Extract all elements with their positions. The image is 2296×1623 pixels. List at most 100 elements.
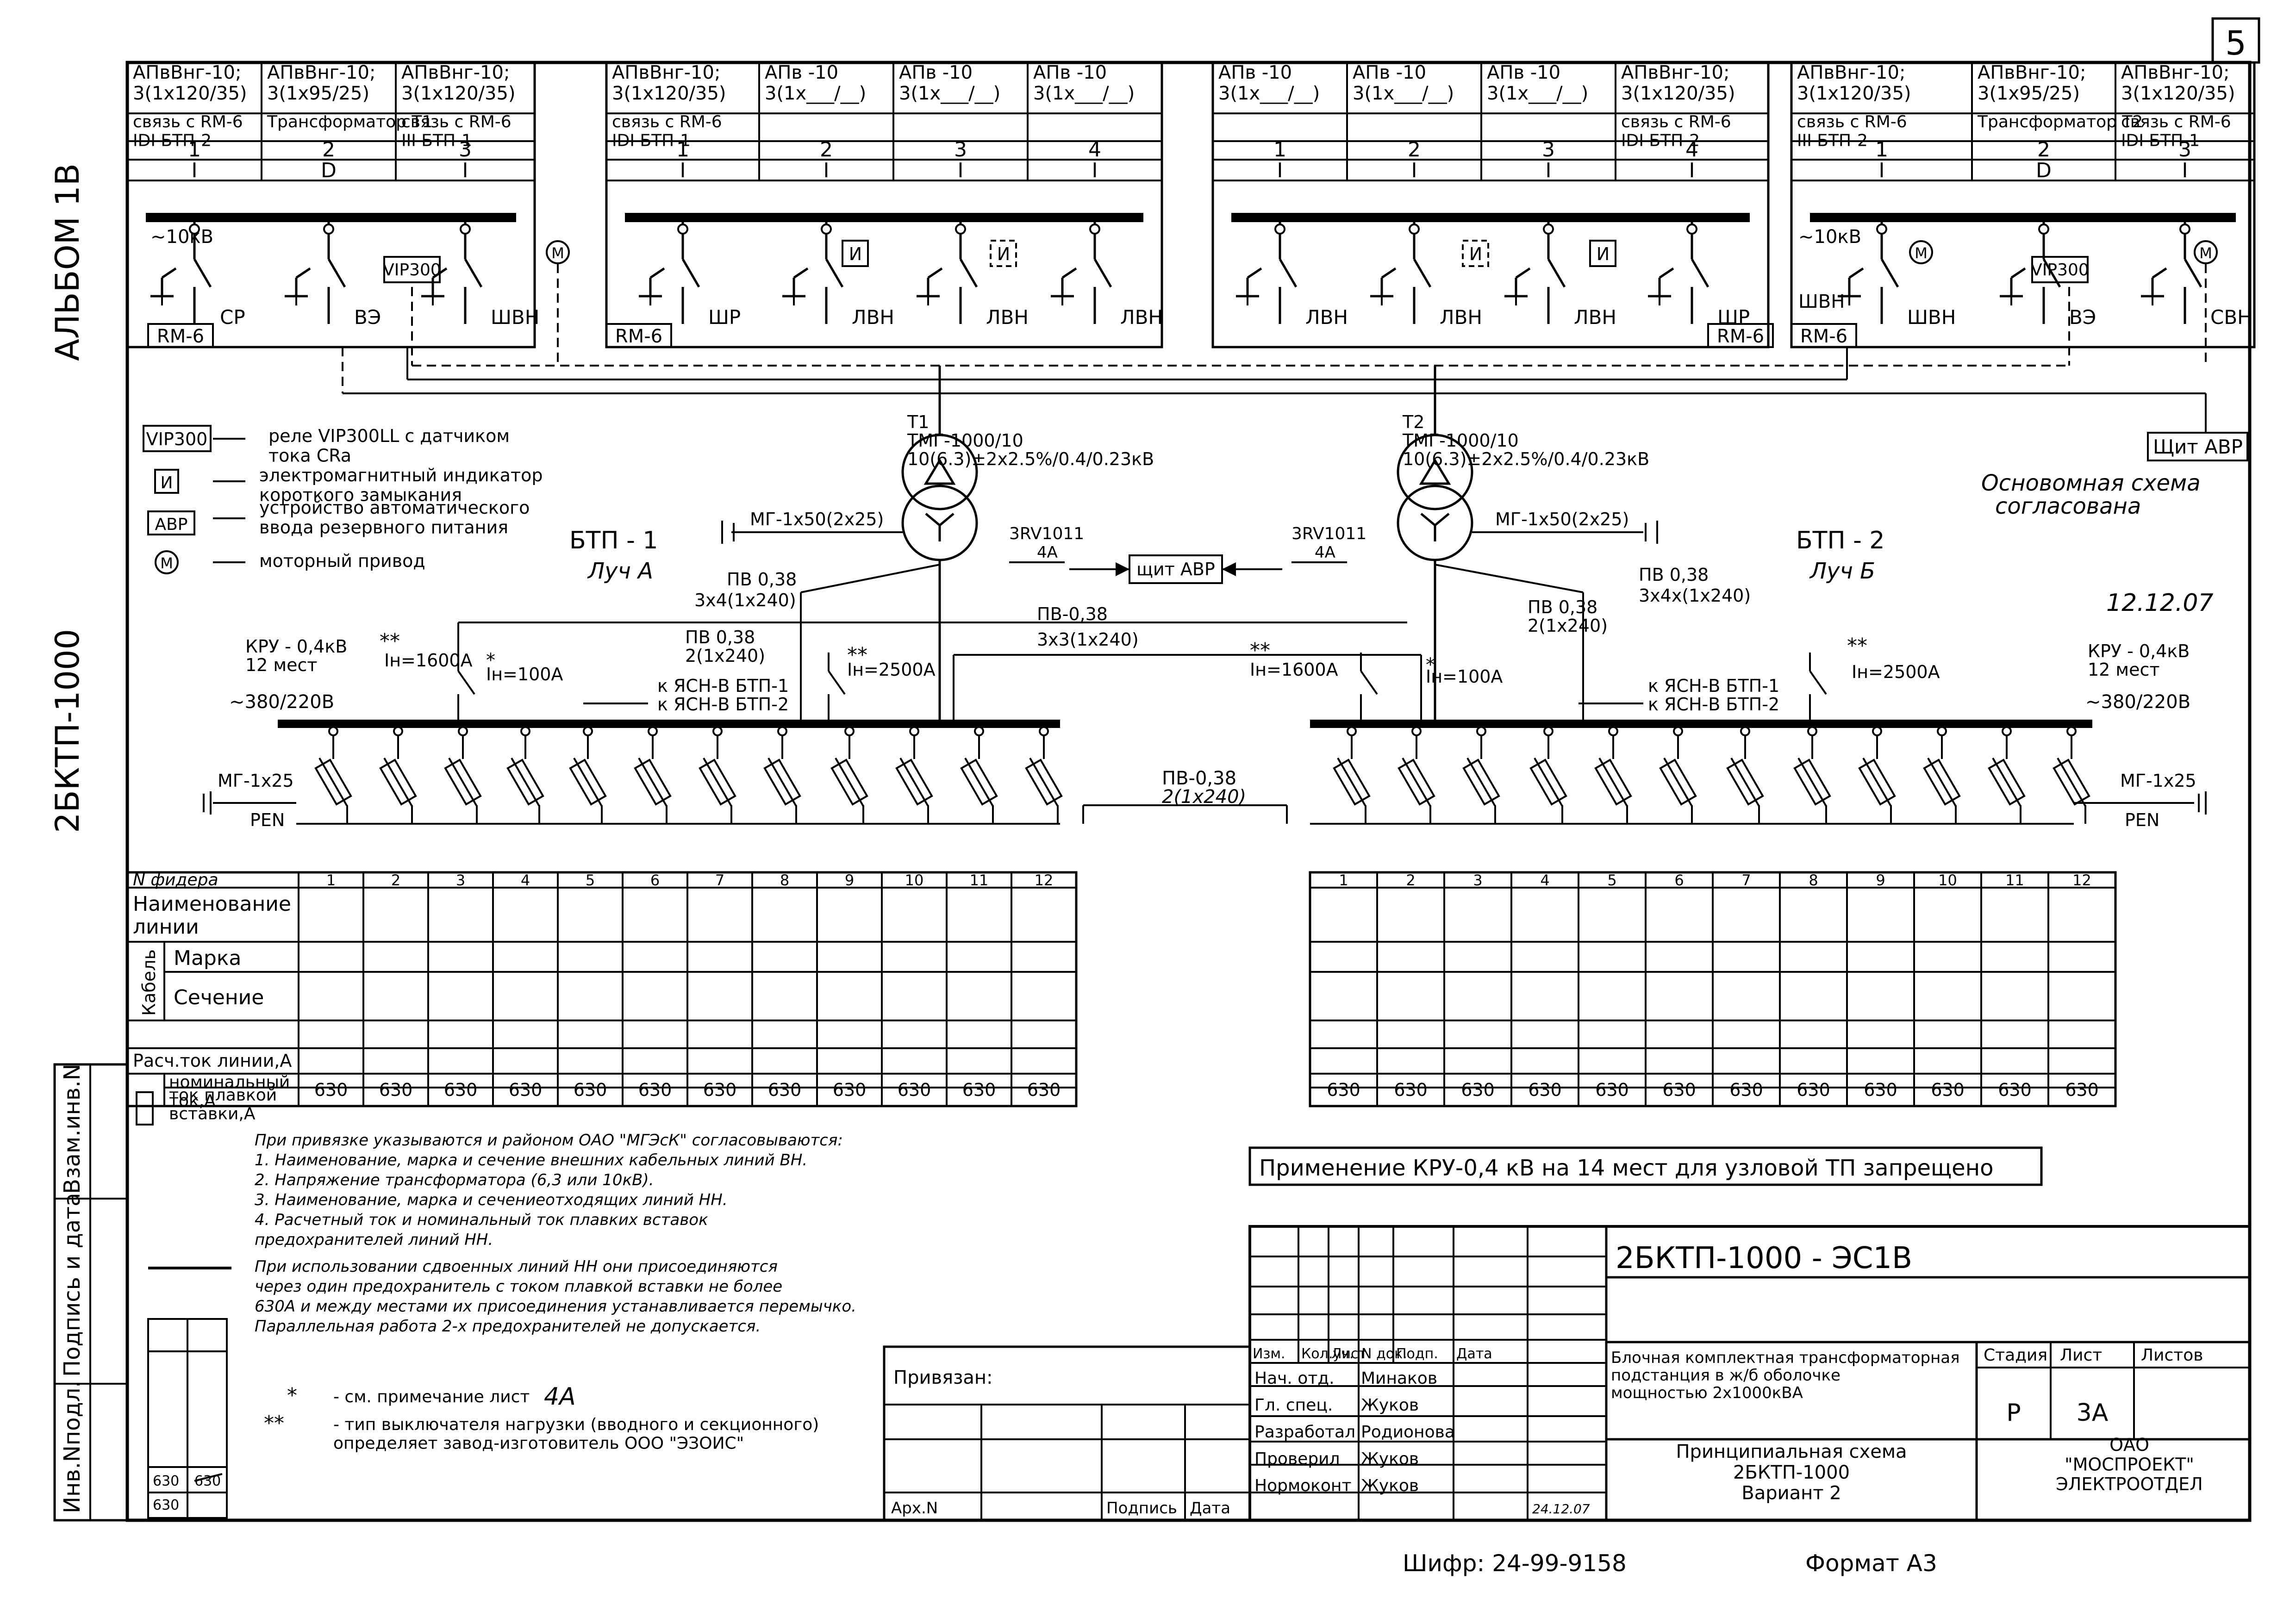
abr-panel-box (2147, 432, 2248, 461)
legend-ind-box (154, 469, 179, 494)
fuse (444, 758, 482, 807)
text-line: III БТП-1 (401, 131, 472, 150)
text-line: номинальный (169, 1073, 290, 1092)
hv-cell-group (1790, 61, 2256, 348)
text-line: 3(1х___/__) (1353, 83, 1454, 104)
feeder-number: 8 (780, 871, 789, 889)
cell-number: 1 (676, 138, 689, 162)
footnote-1: - см. примечание лист (333, 1387, 530, 1406)
text-line: 3(1х___/__) (1218, 83, 1320, 104)
cell-number: 3 (2178, 138, 2191, 162)
pv-left2b: 2(1х240) (685, 646, 765, 666)
earth-blade (1061, 267, 1077, 279)
cell-number: 2 (820, 138, 833, 162)
lv-tap (458, 726, 468, 736)
lv-tap (1608, 726, 1618, 736)
lv-tap (393, 726, 403, 736)
nominal-current: 630 (1662, 1080, 1696, 1100)
cell-name: ЛВН (1120, 306, 1163, 329)
nominal-current: 630 (314, 1080, 348, 1100)
text-line: 2БКТП-1000 (1733, 1462, 1850, 1483)
fuse-link (638, 758, 668, 807)
indicator-label: И (1469, 244, 1482, 264)
tb-col-head: Дата (1456, 1346, 1492, 1362)
org-text: ОАО"МОСПРОЕКТ"ЭЛЕКТРООТДЕЛ (2056, 1435, 2203, 1494)
vip300-label: VIP300 (383, 261, 441, 280)
fuse (2053, 758, 2090, 807)
text-line: 3(1х___/__) (1033, 83, 1135, 104)
text-line: АПв -10 (1218, 62, 1292, 83)
lv-tap (1673, 726, 1683, 736)
text-line: АПв -10 (1033, 62, 1107, 83)
bus-tap (1543, 224, 1554, 235)
notes-section: Применение КРУ-0,4 кВ на 14 мест для узл… (147, 470, 2214, 1519)
switch-blade (681, 258, 700, 288)
nominal-current: 630 (379, 1080, 413, 1100)
hdr-section: Сечение (174, 986, 264, 1009)
cell-number: 1 (1875, 138, 1888, 162)
switch-blade (825, 258, 844, 288)
yasn1-left: к ЯСН-В БТП-1 (657, 676, 789, 696)
hv-cell-group (126, 61, 536, 348)
cell-type: I (1879, 159, 1885, 182)
stamp-inv-podl: Инв.Nподл. (59, 1380, 85, 1513)
transformer-winding-lv (1397, 485, 1473, 561)
text-line: определяет завод-изготовитель ООО "ЭЗОИС… (333, 1434, 744, 1453)
cell-type: I (2182, 159, 2188, 182)
arch-label: Арх.N (891, 1499, 938, 1517)
text-line: мощностью 2х1000кВА (1611, 1384, 1803, 1402)
fuse-link (1992, 758, 2021, 807)
strike-line (194, 1473, 223, 1482)
tb-name: Жуков (1361, 1476, 1419, 1495)
rv-right-a: 4А (1315, 543, 1335, 562)
mg50-right: МГ-1х50(2х25) (1495, 509, 1629, 529)
delta-symbol (923, 458, 956, 485)
lv-busbar (1310, 720, 2092, 728)
text-line: связь с RM-6 (401, 112, 512, 131)
cell-cable-label: АПвВнг-10;3(1х95/25) (267, 62, 375, 104)
tb-col-head: Подп. (1396, 1346, 1438, 1362)
pv-low: ПВ-0,38 (1162, 768, 1236, 789)
earth-blade (2152, 267, 2167, 279)
bus-tap (677, 224, 688, 235)
fuse (569, 758, 607, 807)
hv-cell-group (605, 61, 1163, 348)
motor-label: М (2199, 244, 2212, 262)
text-line: АПвВнг-10; (1621, 62, 1729, 83)
indicator-label: И (1597, 244, 1610, 264)
text-line: реле VIP300LL с датчиком (268, 426, 510, 446)
yasn2-right: к ЯСН-В БТП-2 (1648, 694, 1779, 715)
bus-tap (323, 224, 334, 235)
notice-text: Применение КРУ-0,4 кВ на 14 мест для узл… (1259, 1155, 1993, 1181)
text-line: ЭЛЕКТРООТДЕЛ (2056, 1474, 2203, 1494)
feeder-number: 7 (715, 871, 724, 889)
stars-r2: ** (1847, 634, 1867, 658)
switch-blade (1547, 258, 1566, 288)
ray-label: Луч А (587, 558, 653, 584)
note-line: 1. Наименование, марка и сечение внешних… (255, 1151, 807, 1169)
text-line: 3(1х95/25) (267, 83, 369, 104)
footnote-stars: ** (264, 1412, 284, 1435)
bus-tap (1089, 224, 1100, 235)
cell-name: ШР (708, 306, 741, 329)
transformer-rating: 10(6.3)±2х2.5%/0.4/0.23кВ (1403, 449, 1649, 469)
sig-date: 24.12.07 (1532, 1501, 1590, 1517)
note-line: предохранителей линий НН. (255, 1231, 493, 1249)
text-line: ОАО (2109, 1435, 2149, 1455)
lv-tap (2002, 726, 2012, 736)
in2500-right: Iн=2500А (1852, 662, 1940, 682)
motor-symbol (1909, 240, 1933, 264)
fuse-link (703, 758, 732, 807)
cell-name: ЛВН (1305, 306, 1348, 329)
feeder-number: 10 (905, 871, 924, 889)
fuse-link (1466, 758, 1496, 807)
cell-number: 3 (1542, 138, 1555, 162)
feeder-number: 9 (1876, 871, 1885, 889)
hv-cell-group (1211, 61, 1770, 348)
text-line: устройство автоматического (259, 497, 530, 518)
text-line: АПвВнг-10; (2121, 62, 2229, 83)
podpis-label: Подпись (1106, 1499, 1177, 1517)
